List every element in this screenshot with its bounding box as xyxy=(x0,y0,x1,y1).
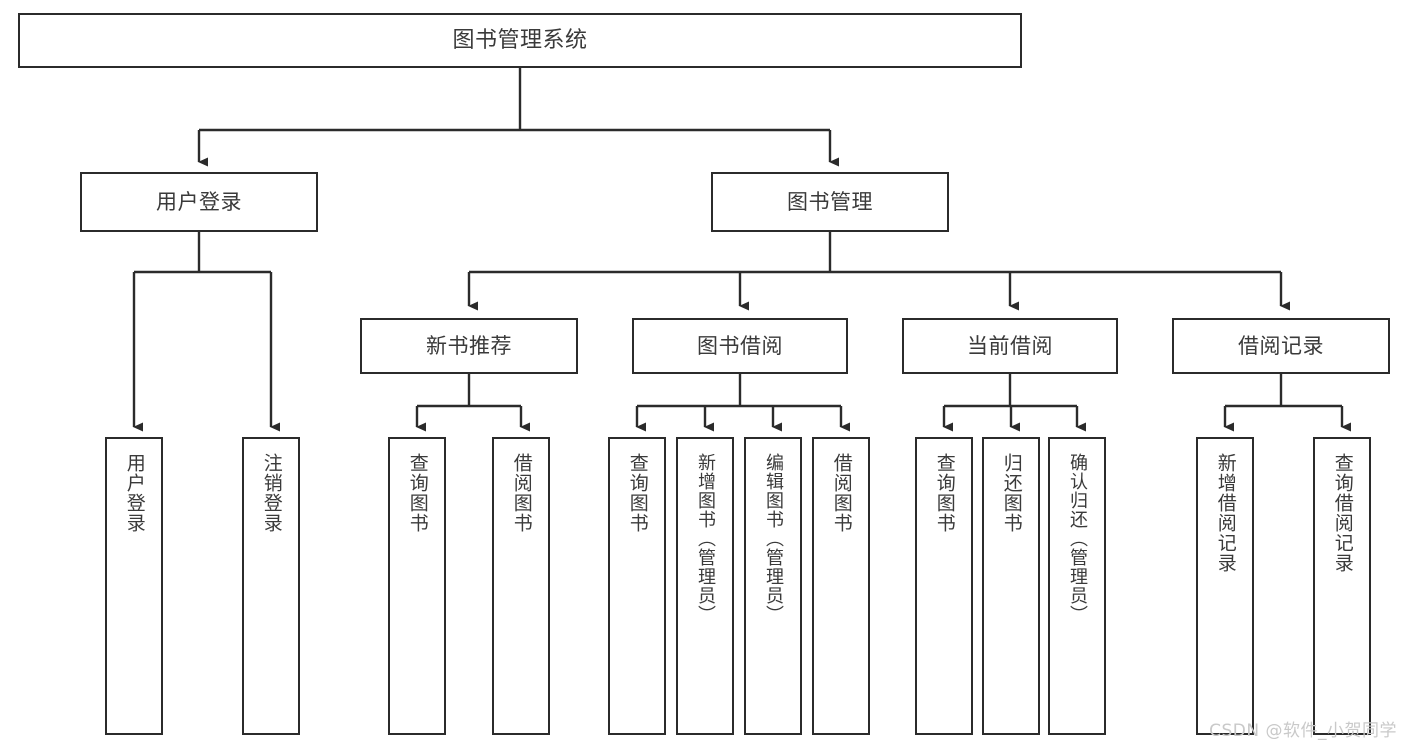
node-leaf-borrow-book-1-label: 借阅图书 xyxy=(510,453,533,533)
node-book-borrow-label: 图书借阅 xyxy=(697,333,783,358)
node-leaf-query-book-2[interactable]: 查询图书 xyxy=(608,437,666,735)
node-book-manage[interactable]: 图书管理 xyxy=(711,172,949,232)
node-leaf-add-book-label: 新增图书（管理员） xyxy=(695,453,717,624)
node-leaf-query-book-3[interactable]: 查询图书 xyxy=(915,437,973,735)
node-leaf-edit-book-label: 编辑图书（管理员） xyxy=(763,453,785,624)
node-new-book-recommend-label: 新书推荐 xyxy=(426,333,512,358)
node-borrow-record-label: 借阅记录 xyxy=(1238,333,1324,358)
node-current-borrow-label: 当前借阅 xyxy=(967,333,1053,358)
node-root[interactable]: 图书管理系统 xyxy=(18,13,1022,68)
node-leaf-return-book[interactable]: 归还图书 xyxy=(982,437,1040,735)
node-leaf-query-book-1[interactable]: 查询图书 xyxy=(388,437,446,735)
node-leaf-confirm-return-label: 确认归还（管理员） xyxy=(1067,453,1089,624)
node-root-label: 图书管理系统 xyxy=(452,27,588,53)
node-book-borrow[interactable]: 图书借阅 xyxy=(632,318,848,374)
node-leaf-add-book[interactable]: 新增图书（管理员） xyxy=(676,437,734,735)
node-leaf-query-record-label: 查询借阅记录 xyxy=(1331,453,1354,573)
node-leaf-query-book-2-label: 查询图书 xyxy=(626,453,649,533)
node-leaf-add-record-label: 新增借阅记录 xyxy=(1214,453,1237,573)
node-new-book-recommend[interactable]: 新书推荐 xyxy=(360,318,578,374)
node-leaf-query-book-3-label: 查询图书 xyxy=(933,453,956,533)
node-leaf-logout-login[interactable]: 注销登录 xyxy=(242,437,300,735)
node-leaf-borrow-book-2[interactable]: 借阅图书 xyxy=(812,437,870,735)
node-leaf-edit-book[interactable]: 编辑图书（管理员） xyxy=(744,437,802,735)
node-leaf-confirm-return[interactable]: 确认归还（管理员） xyxy=(1048,437,1106,735)
node-leaf-user-login[interactable]: 用户登录 xyxy=(105,437,163,735)
node-leaf-logout-login-label: 注销登录 xyxy=(260,453,283,533)
node-leaf-return-book-label: 归还图书 xyxy=(1000,453,1023,533)
node-leaf-borrow-book-1[interactable]: 借阅图书 xyxy=(492,437,550,735)
node-book-manage-label: 图书管理 xyxy=(787,189,873,214)
node-leaf-query-book-1-label: 查询图书 xyxy=(406,453,429,533)
node-user-login-label: 用户登录 xyxy=(156,189,242,214)
node-current-borrow[interactable]: 当前借阅 xyxy=(902,318,1118,374)
node-leaf-add-record[interactable]: 新增借阅记录 xyxy=(1196,437,1254,735)
node-user-login[interactable]: 用户登录 xyxy=(80,172,318,232)
csdn-watermark: CSDN @软件_小贺同学 xyxy=(1209,721,1397,741)
node-leaf-user-login-label: 用户登录 xyxy=(123,453,146,533)
node-borrow-record[interactable]: 借阅记录 xyxy=(1172,318,1390,374)
node-leaf-borrow-book-2-label: 借阅图书 xyxy=(830,453,853,533)
node-leaf-query-record[interactable]: 查询借阅记录 xyxy=(1313,437,1371,735)
